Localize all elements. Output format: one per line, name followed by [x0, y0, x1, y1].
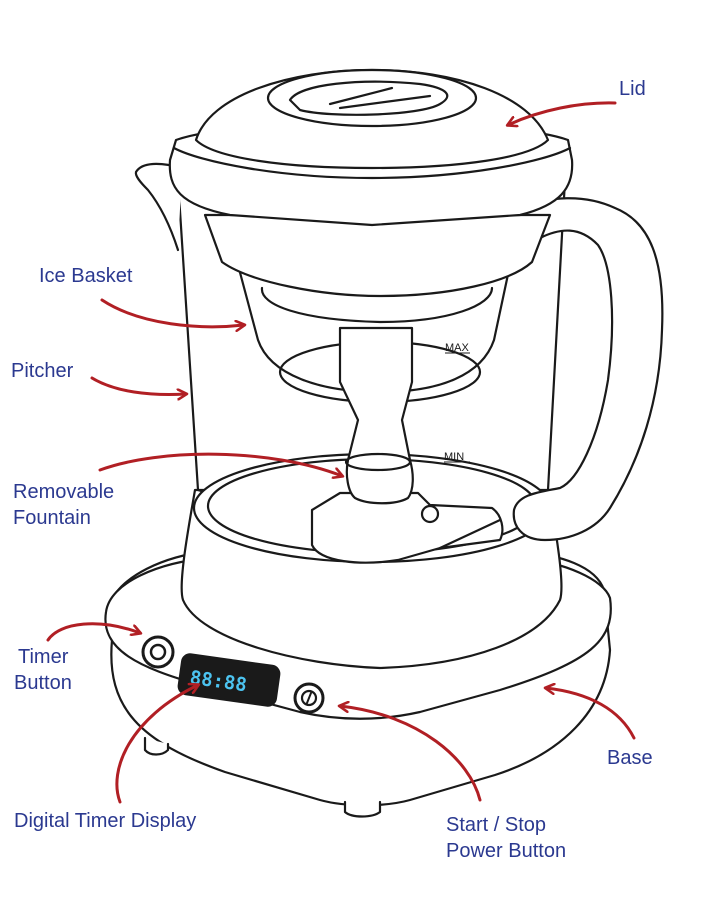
fountain-arrow	[98, 452, 342, 476]
pitcher-label: Pitcher	[11, 360, 74, 382]
max-marking: MAX	[445, 342, 470, 354]
pitcher-arrow	[90, 376, 186, 394]
lid	[168, 68, 574, 227]
timer-button-arrow	[46, 622, 140, 642]
fountain-column	[338, 326, 414, 505]
lid-label: Lid	[619, 78, 646, 100]
min-marking: MIN	[444, 451, 464, 463]
pitcher-spout	[134, 162, 184, 252]
appliance-drawing	[104, 68, 664, 818]
removable-fountain-label-line1: Removable	[13, 481, 115, 503]
timer-button-label-line2: Button	[14, 672, 72, 694]
removable-fountain-label-line2: Fountain	[13, 507, 91, 529]
timer-button	[141, 635, 175, 669]
display-arrow	[115, 685, 198, 804]
base-arrow	[546, 688, 636, 740]
fountain-mount	[310, 491, 504, 564]
timer-button-label-line1: Timer	[18, 646, 69, 668]
power-button	[293, 682, 325, 714]
start-stop-power-button-label: Start / Stop Power Button	[446, 812, 566, 864]
power-button-arrow	[340, 706, 482, 802]
removable-fountain-label: Removable Fountain	[13, 479, 114, 531]
callout-arrows	[46, 101, 636, 804]
power-button-label-line1: Start / Stop	[446, 814, 547, 836]
power-button-label-line2: Power Button	[446, 840, 567, 862]
base-label: Base	[607, 747, 653, 769]
timer-button-label: Timer Button	[14, 644, 72, 696]
lid-arrow	[508, 101, 617, 125]
digital-timer-display-label: Digital Timer Display	[14, 810, 197, 832]
pitcher-handle	[512, 197, 664, 542]
lid-inner-rim	[203, 213, 552, 298]
timer-display-housing	[177, 653, 281, 707]
ice-basket-label: Ice Basket	[39, 265, 133, 287]
ice-basket-arrow	[100, 298, 244, 327]
